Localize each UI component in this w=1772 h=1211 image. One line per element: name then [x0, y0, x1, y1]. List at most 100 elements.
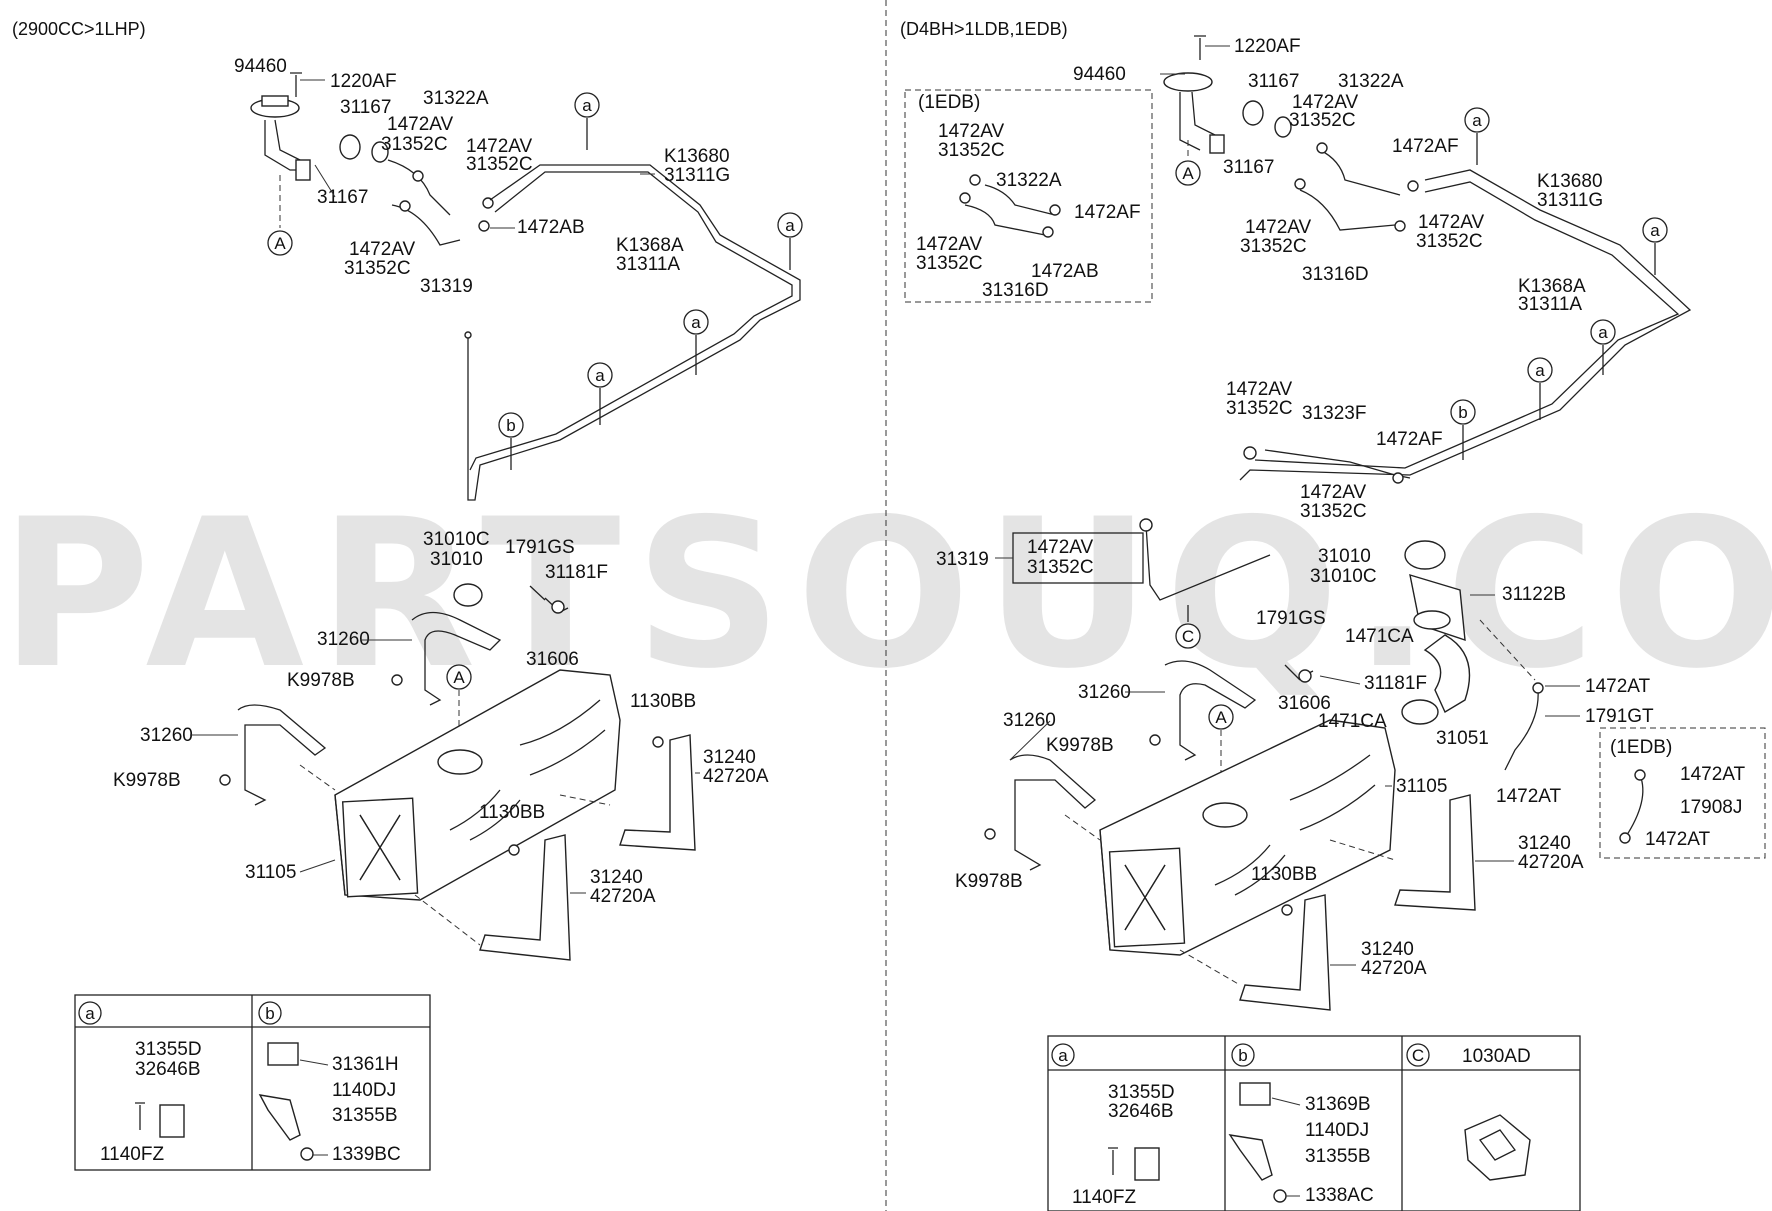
strap-31260-left-lower[interactable] — [237, 704, 327, 806]
svg-text:1472AB: 1472AB — [1031, 261, 1099, 282]
svg-text:31260: 31260 — [1078, 682, 1131, 703]
svg-text:42720A: 42720A — [1361, 958, 1427, 979]
svg-text:(1EDB): (1EDB) — [1610, 737, 1672, 758]
svg-text:31260: 31260 — [140, 725, 193, 746]
svg-text:1472AT: 1472AT — [1645, 829, 1711, 850]
svg-text:A: A — [453, 668, 465, 687]
svg-text:31322A: 31322A — [1338, 71, 1404, 92]
svg-text:1220AF: 1220AF — [330, 71, 397, 92]
fuel-sender-unit-left[interactable] — [250, 95, 311, 228]
svg-text:1130BB: 1130BB — [1251, 864, 1317, 885]
right-part-labels: 1220AF 94460 31167 31322A 1472AV 31352C … — [936, 36, 1654, 979]
bracket-31240-left-1[interactable] — [619, 734, 696, 851]
svg-text:31122B: 31122B — [1502, 584, 1566, 605]
svg-text:1472AT: 1472AT — [1585, 676, 1651, 697]
fuel-pipe-31311G-right[interactable] — [1239, 169, 1692, 481]
strap-31260-right-upper[interactable] — [1164, 660, 1257, 761]
grommet-31167-right[interactable] — [1242, 100, 1264, 126]
grommet-31167-right-2[interactable] — [1274, 116, 1292, 138]
svg-text:31352C: 31352C — [1416, 231, 1483, 252]
fuel-pipe-31311A-right[interactable] — [1254, 181, 1680, 469]
hose-31316D-right[interactable] — [1299, 189, 1396, 231]
svg-text:31010C: 31010C — [1310, 566, 1377, 587]
hose-31322A-right[interactable] — [1319, 149, 1401, 196]
grommet-31167-left[interactable] — [339, 134, 361, 160]
svg-text:1472AV: 1472AV — [387, 114, 454, 135]
right-panel: (D4BH>1LDB,1EDB) (1EDB) 1472AV 31352C 31… — [900, 19, 1766, 1211]
hose-31319-right[interactable] — [1145, 524, 1271, 601]
filler-neck-assembly[interactable] — [1401, 540, 1471, 725]
svg-text:31260: 31260 — [317, 629, 370, 650]
svg-text:1472AV: 1472AV — [466, 136, 533, 157]
svg-text:a: a — [691, 313, 701, 332]
svg-text:1130BB: 1130BB — [630, 691, 696, 712]
svg-text:1130BB: 1130BB — [479, 802, 545, 823]
svg-text:1472AV: 1472AV — [1027, 537, 1094, 558]
bracket-31240-right-1[interactable] — [1394, 794, 1476, 911]
svg-text:1472AT: 1472AT — [1496, 786, 1562, 807]
svg-text:1472AV: 1472AV — [1245, 217, 1312, 238]
bolt-1220AF — [290, 72, 302, 97]
svg-text:31240: 31240 — [703, 747, 756, 768]
strap-31260-left-upper[interactable] — [411, 611, 502, 706]
svg-text:31352C: 31352C — [1240, 236, 1307, 257]
bracket-31240-right-2[interactable] — [1239, 894, 1331, 1011]
bracket-31240-left-2[interactable] — [479, 834, 571, 961]
svg-text:31355D: 31355D — [135, 1039, 202, 1060]
marker-A-right-2: A — [1208, 704, 1234, 775]
svg-text:42720A: 42720A — [590, 886, 656, 907]
marker-A-left-1: A — [267, 230, 293, 256]
fuel-cap-31010[interactable] — [453, 583, 483, 607]
fuel-pipe-31311A[interactable] — [469, 171, 793, 471]
svg-text:31355B: 31355B — [332, 1105, 398, 1126]
marker-b-right: b — [1450, 399, 1476, 460]
svg-text:31316D: 31316D — [1302, 264, 1369, 285]
svg-text:1220AF: 1220AF — [1234, 36, 1301, 57]
svg-text:1472AV: 1472AV — [916, 234, 983, 255]
svg-text:1472AF: 1472AF — [1074, 202, 1141, 223]
fuel-pipe-31311G[interactable] — [467, 164, 801, 501]
svg-text:31051: 31051 — [1436, 728, 1489, 749]
svg-text:K1368A: K1368A — [616, 235, 684, 256]
svg-text:31355D: 31355D — [1108, 1082, 1175, 1103]
svg-text:(1EDB): (1EDB) — [918, 92, 980, 113]
fuel-tank-31105-right[interactable] — [1064, 719, 1396, 986]
svg-text:A: A — [1215, 708, 1227, 727]
svg-text:1339BC: 1339BC — [332, 1144, 401, 1165]
svg-text:a: a — [1598, 323, 1608, 342]
svg-text:1140DJ: 1140DJ — [332, 1080, 396, 1101]
marker-A-right-1: A — [1175, 160, 1201, 186]
svg-text:31319: 31319 — [936, 549, 989, 570]
svg-text:31167: 31167 — [1223, 157, 1274, 178]
svg-text:31369B: 31369B — [1305, 1094, 1371, 1115]
svg-text:32646B: 32646B — [1108, 1101, 1174, 1122]
svg-text:1472AV: 1472AV — [1226, 379, 1293, 400]
svg-text:31311G: 31311G — [1537, 190, 1603, 211]
left-header: (2900CC>1LHP) — [12, 19, 146, 39]
grommet-31167-left-2[interactable] — [371, 141, 389, 163]
svg-text:b: b — [1238, 1046, 1247, 1065]
marker-a-right-3: a — [1590, 319, 1616, 375]
fuel-tank-31105-left[interactable] — [299, 669, 621, 946]
hose-31319-left[interactable] — [391, 204, 461, 246]
left-legend-table: a b 31355D 32646B 1140FZ 31361H 1140DJ 3… — [74, 994, 431, 1171]
svg-text:1791GS: 1791GS — [505, 537, 575, 558]
svg-text:31010C: 31010C — [423, 529, 490, 550]
svg-text:31181F: 31181F — [1364, 673, 1427, 694]
inset-1EDB-hoses: (1EDB) 1472AV 31352C 31322A 1472AF 1472A… — [904, 89, 1153, 303]
strap-31260-right-lower[interactable] — [1009, 754, 1097, 871]
svg-text:31319: 31319 — [420, 276, 473, 297]
marker-a-left-4: a — [587, 362, 613, 425]
svg-text:1472AV: 1472AV — [1418, 212, 1485, 233]
svg-text:1472AF: 1472AF — [1392, 136, 1459, 157]
svg-text:K9978B: K9978B — [113, 770, 181, 791]
svg-text:1140DJ: 1140DJ — [1305, 1120, 1369, 1141]
svg-text:31240: 31240 — [1518, 833, 1571, 854]
fuel-sender-unit-right[interactable] — [1163, 72, 1225, 158]
hose-1791GT[interactable] — [1504, 689, 1539, 771]
svg-text:31352C: 31352C — [1300, 501, 1367, 522]
right-leader-lines — [1009, 45, 1580, 966]
marker-A-left-2: A — [446, 664, 472, 740]
svg-text:b: b — [265, 1004, 274, 1023]
